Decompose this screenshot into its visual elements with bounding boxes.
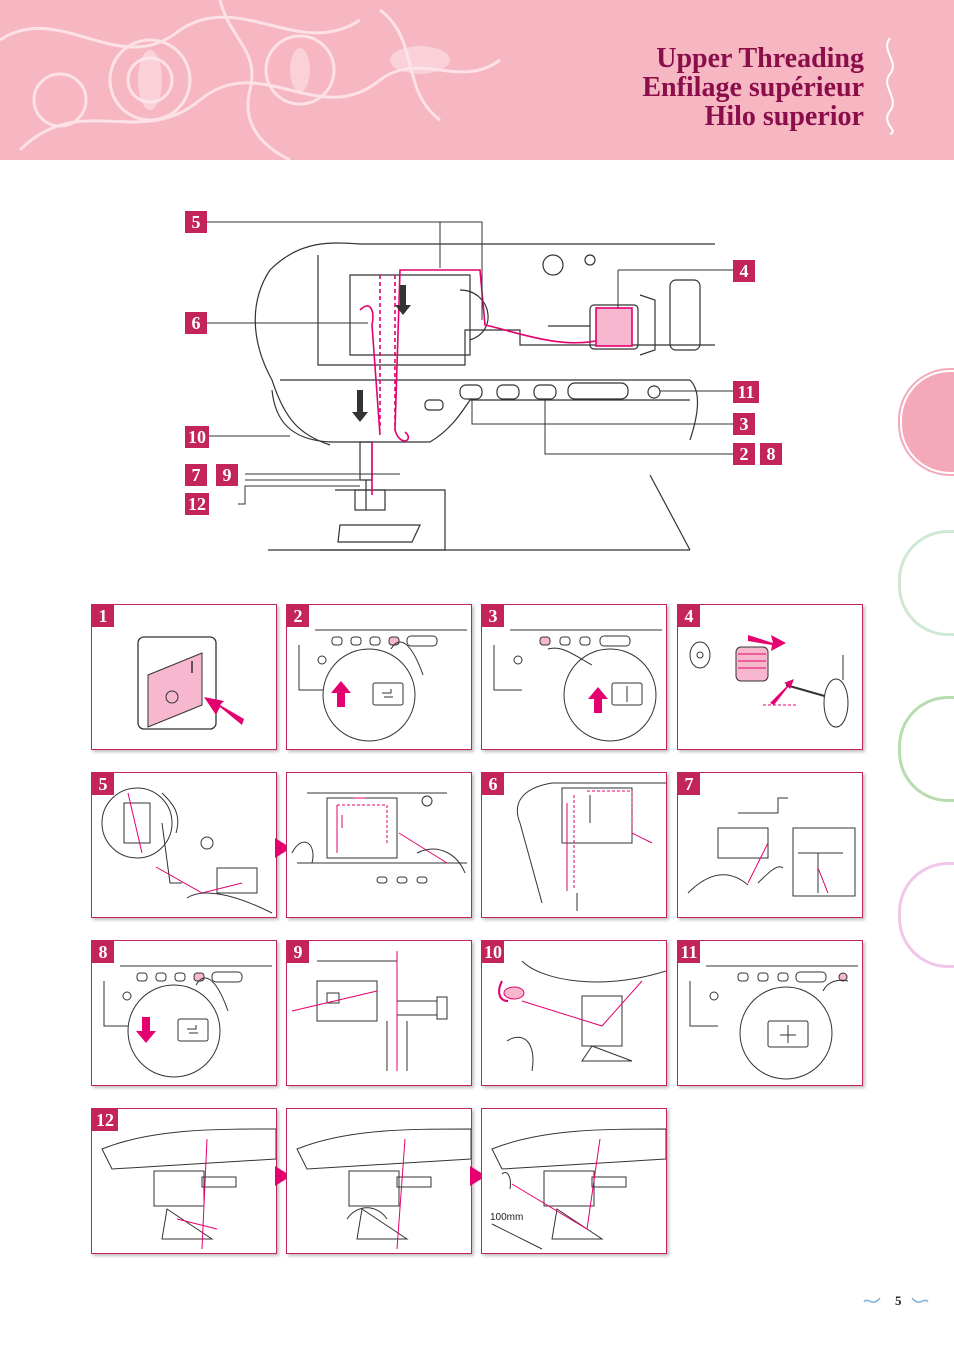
presser-foot-down-illustration [103, 965, 272, 1078]
presser-foot-lever-illustration [101, 1128, 276, 1250]
step-panel-7: 7 [677, 772, 863, 918]
page-number: 5 [895, 1293, 902, 1308]
overview-label-3: 3 [733, 413, 755, 435]
lace-decoration [0, 0, 501, 160]
overview-label-6: 6 [185, 312, 207, 334]
step-number: 10 [482, 941, 504, 963]
footer-ornament-left-icon [863, 1297, 881, 1303]
thread-guide-illustration [101, 787, 273, 914]
step-panel-3: 3 [481, 604, 667, 750]
machine-overview-diagram [207, 221, 733, 551]
step-number: 1 [92, 605, 114, 627]
footer-ornament-right-icon [911, 1297, 929, 1303]
overview-label-8: 8 [760, 443, 782, 465]
step-panel-12: 12 [91, 1108, 277, 1254]
step-panel-11: 11 [677, 940, 863, 1086]
overview-label-5: 5 [185, 211, 207, 233]
side-tab-lilac[interactable] [898, 862, 954, 968]
step-number: 3 [482, 605, 504, 627]
thread-cutter-illustration [498, 960, 666, 1072]
step-panel-8: 8 [91, 940, 277, 1086]
step-number: 12 [92, 1109, 118, 1131]
title-spanish: Hilo superior [704, 101, 864, 132]
step-number: 9 [287, 941, 309, 963]
step-panel-12c: 100mm [481, 1108, 667, 1254]
step-number: 5 [92, 773, 114, 795]
step-number: 11 [678, 941, 700, 963]
overview-label-12: 12 [185, 493, 209, 515]
step-number: 8 [92, 941, 114, 963]
thread-path-illustration [291, 792, 467, 884]
needle-threader-illustration [291, 951, 448, 1071]
step-number: 2 [287, 605, 309, 627]
thread-length-illustration [491, 1128, 666, 1250]
step-panel-4: 4 [677, 604, 863, 750]
step-panel-10: 10 [481, 940, 667, 1086]
title-english: Upper Threading [656, 43, 864, 74]
overview-label-11: 11 [733, 381, 759, 403]
step-panel-5: 5 [91, 772, 277, 918]
page-title: Upper Threading Enfilage supérieur Hilo … [642, 44, 864, 131]
needle-bar-guide-illustration [687, 797, 856, 897]
spool-cap-illustration [689, 635, 849, 728]
presser-foot-button-illustration [298, 629, 467, 742]
step-number: 7 [678, 773, 700, 795]
side-tab-olive[interactable] [898, 696, 954, 802]
needle-position-button-illustration [493, 629, 662, 742]
overview-label-2: 2 [733, 443, 755, 465]
step-panel-2: 2 [286, 604, 472, 750]
overview-label-4: 4 [733, 260, 755, 282]
step-number: 4 [678, 605, 700, 627]
overview-label-7: 7 [185, 464, 207, 486]
take-up-lever-illustration [516, 782, 666, 911]
step-number: 6 [482, 773, 504, 795]
measure-label: 100mm [490, 1212, 524, 1223]
step-panel-6: 6 [481, 772, 667, 918]
threader-button-illustration [689, 965, 858, 1080]
power-switch-illustration [137, 636, 244, 730]
title-french: Enfilage supérieur [642, 72, 864, 103]
ornament-icon [886, 37, 894, 135]
step-panel-12b [286, 1108, 472, 1254]
page-header: Upper Threading Enfilage supérieur Hilo … [0, 0, 954, 160]
overview-label-10: 10 [185, 426, 209, 448]
overview-label-9: 9 [216, 464, 238, 486]
step-panel-9: 9 [286, 940, 472, 1086]
pull-thread-illustration [296, 1128, 471, 1250]
step-panel-5b [286, 772, 472, 918]
step-panel-1: 1 [91, 604, 277, 750]
